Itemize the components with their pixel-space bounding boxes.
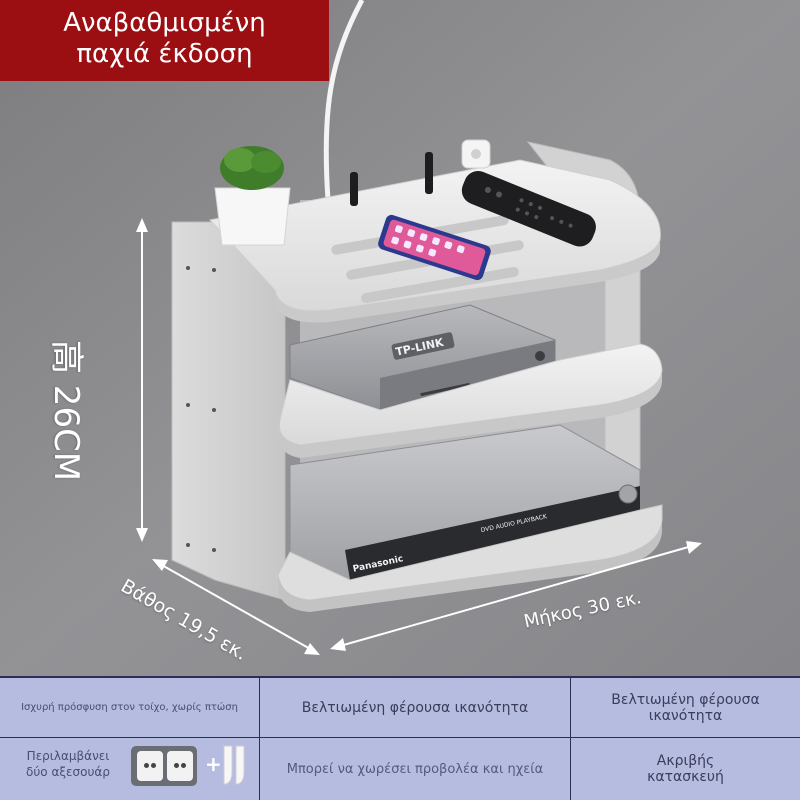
accessories-label: Περιλαμβάνει δύο αξεσουάρ [26,749,110,779]
panel-screws [186,266,216,552]
height-label: 高 26CM [46,340,86,482]
middle-shelf [278,343,663,446]
power-cable [323,0,365,201]
height-arrow [136,218,148,542]
depth-arrow [152,559,320,655]
banner-line-2: παχιά έκδοση [76,39,253,69]
feature-wall-adhesion: Ισχυρή πρόσφυση στον τοίχο, χωρίς πτώση [0,678,260,738]
outlet-icon [137,751,163,781]
feature-load-capacity-2: Βελτιωμένη φέρουσα ικανότητα [571,678,800,738]
router-antenna-left [350,172,358,206]
outlet-icon [167,751,193,781]
length-arrow [330,541,702,651]
router-antenna-right [425,152,433,194]
bottom-shelf-edge [278,520,662,612]
middle-shelf-edge [279,370,662,458]
banner-line-1: Αναβαθμισμένη [63,8,266,38]
upgrade-banner: Αναβαθμισμένη παχιά έκδοση [0,0,329,81]
potted-plant [214,146,291,246]
feature-accessories: Περιλαμβάνει δύο αξεσουάρ + [0,738,260,800]
feature-load-capacity: Βελτιωμένη φέρουσα ικανότητα [260,678,571,738]
plus-icon: + [205,752,222,776]
smartphone [378,214,491,281]
top-shelf-edge [275,240,660,323]
feature-precise-build: Ακριβής κατασκευή [647,753,724,785]
outlet-accessory [131,746,197,786]
shelf-illustration: TP-LINK Panasonic DVD AUDIO PLAYBACK [0,0,800,676]
remote-control [461,170,596,247]
wall-hook [461,139,491,169]
hook-icon [223,745,245,785]
features-panel: Ισχυρή πρόσφυση στον τοίχο, χωρίς πτώση … [0,676,800,800]
feature-fits-devices: Μπορεί να χωρέσει προβολέα και ηχεία [260,738,571,800]
